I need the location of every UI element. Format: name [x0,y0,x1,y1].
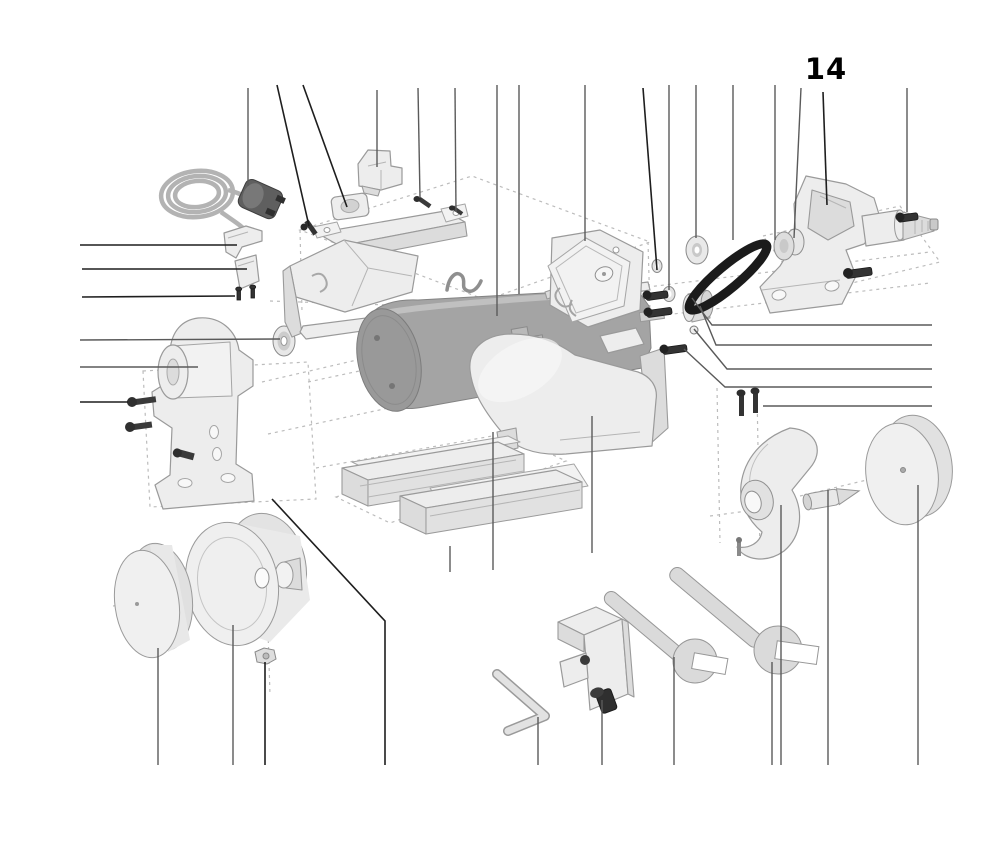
wheel-flange-disc [113,542,194,659]
power-cord-with-plug [158,168,286,243]
washer-screw-cluster [642,259,699,355]
upper-housing-cover [282,203,469,338]
right-housing-cover [544,229,644,328]
left-bracket-arm [151,317,255,510]
tool-rest-rails [341,435,589,535]
guard-mount-screws [736,387,760,416]
right-bracket-screws [843,212,919,279]
switch-holder [223,225,263,259]
tapered-arbor [802,488,861,511]
cable-grommet-nut [330,192,370,221]
bearing-washer [272,325,296,357]
switch-screws [235,284,257,301]
left-bracket-screws [125,396,157,432]
switch [234,254,260,290]
wire-clip [445,271,483,294]
switch-housing-bracket [357,149,403,197]
polishing-wheel [865,414,953,526]
spindle-bushing [685,235,709,265]
leader-lines-gray [79,85,932,765]
callout-label-14: 14 [804,52,848,86]
drive-belt [684,239,772,315]
grinding-wheel [184,512,310,647]
clamp-bracket [557,606,635,714]
leader-lines-dark [80,84,828,765]
wheel-guard [736,427,818,560]
open-end-wrench-small [603,590,729,684]
right-bracket-arm [759,175,939,314]
bracket-inner-screw [172,448,195,461]
plug [237,178,286,220]
open-end-wrench-large [669,566,820,675]
hex-key [492,669,550,736]
flange-nut [254,647,277,665]
